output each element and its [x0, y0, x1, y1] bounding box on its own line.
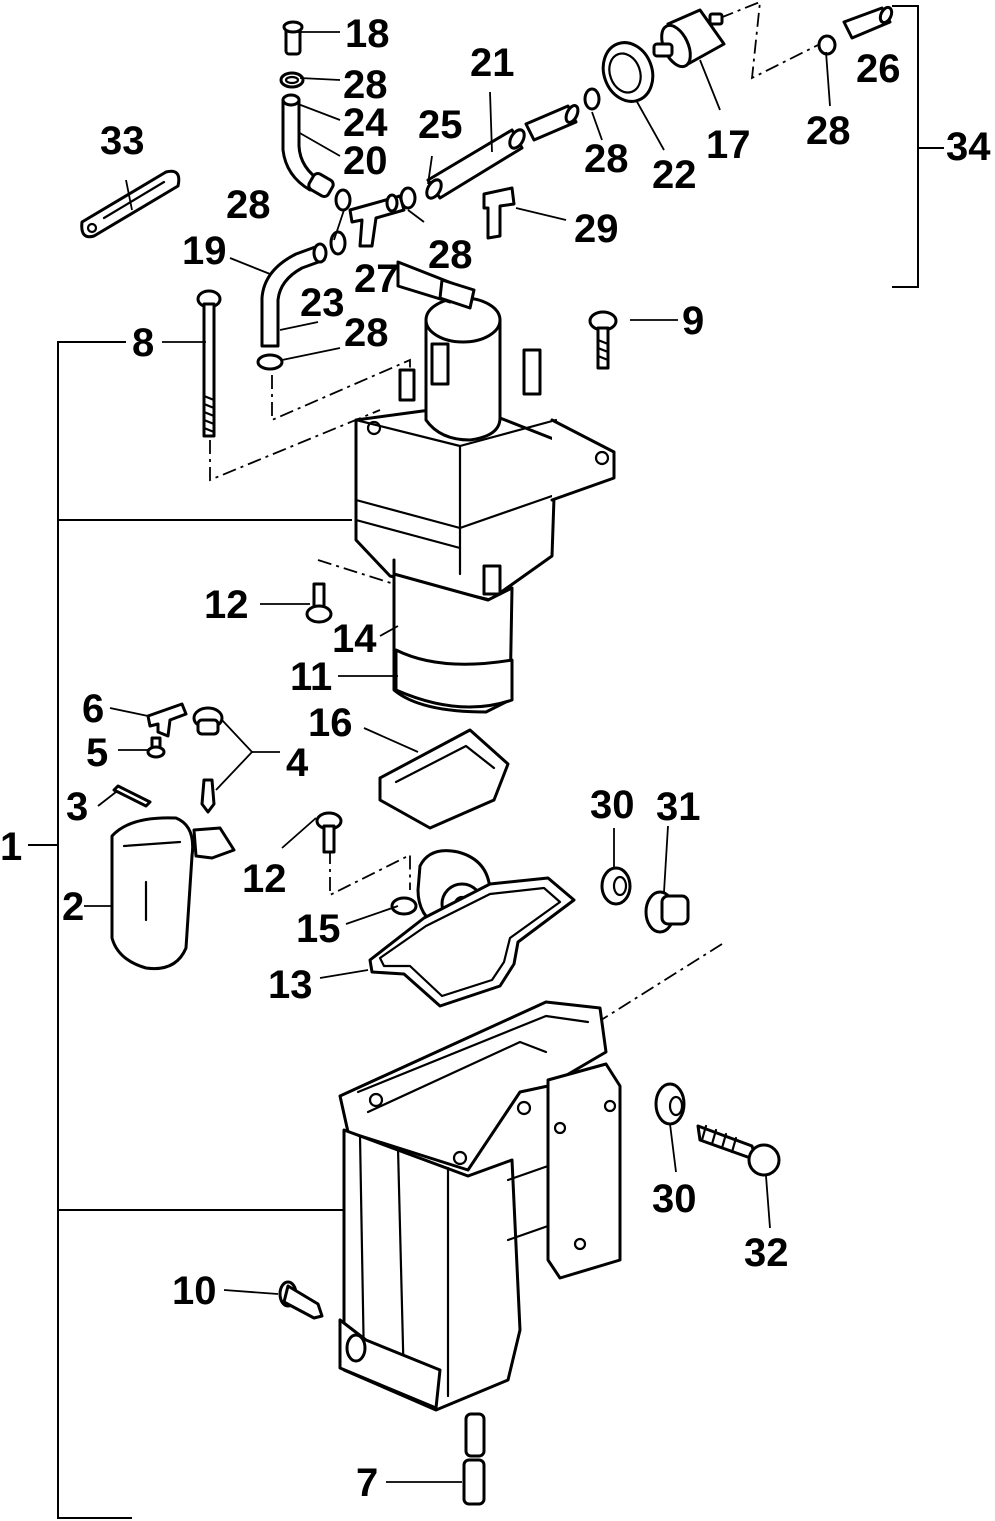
screw-5 [146, 736, 166, 759]
callout-10: 10 [172, 1269, 217, 1313]
callout-24: 24 [343, 101, 388, 145]
callout-28: 28 [806, 109, 851, 153]
gasket-16 [378, 728, 510, 830]
callout-28: 28 [226, 183, 271, 227]
fitting-18 [282, 20, 304, 56]
callout-5: 5 [86, 731, 108, 775]
needle-valve-4 [192, 706, 224, 814]
callout-28: 28 [584, 137, 629, 181]
callout-11: 11 [290, 655, 332, 699]
callout-3: 3 [66, 785, 88, 829]
filter-17 [652, 8, 726, 69]
float-arm-6 [146, 702, 188, 738]
hose-clamps-28 [256, 34, 837, 371]
callout-12: 12 [242, 857, 287, 901]
callout-16: 16 [308, 701, 353, 745]
callout-28: 28 [344, 311, 389, 355]
ring-22 [601, 41, 655, 103]
pin-3 [112, 784, 152, 808]
callout-20: 20 [343, 139, 388, 183]
hose-19 [260, 242, 328, 348]
carburetor-body-lower [338, 1000, 622, 1412]
callout-32: 32 [744, 1231, 789, 1275]
callout-14: 14 [332, 617, 377, 661]
callout-30: 30 [590, 783, 635, 827]
screw-12-lower [315, 811, 343, 854]
callout-4: 4 [286, 741, 309, 785]
leader-lines [84, 31, 831, 1483]
bushing-30-lower [654, 1082, 686, 1126]
callout-17: 17 [706, 123, 751, 167]
hose-21 [425, 128, 526, 200]
hose-segment [524, 5, 894, 142]
callout-28: 28 [428, 233, 473, 277]
callout-labels: 18 28 24 20 21 25 28 22 17 26 28 34 33 2… [0, 12, 991, 1505]
callout-26: 26 [856, 47, 901, 91]
callout-33: 33 [100, 119, 145, 163]
callout-8: 8 [132, 321, 154, 365]
carburetor-body-upper [354, 260, 616, 714]
callout-23: 23 [300, 281, 345, 325]
float-2 [110, 816, 236, 971]
connector-27 [348, 193, 406, 248]
bushing-30-upper [600, 866, 632, 906]
callout-7: 7 [356, 1461, 378, 1505]
jets-7 [462, 1412, 486, 1506]
callout-30: 30 [652, 1177, 697, 1221]
bolt-8 [196, 289, 222, 438]
callout-6: 6 [82, 687, 104, 731]
callout-1: 1 [0, 825, 22, 869]
callout-29: 29 [574, 207, 619, 251]
callout-27: 27 [354, 257, 399, 301]
callout-13: 13 [268, 963, 313, 1007]
callout-22: 22 [652, 153, 697, 197]
assembly-1-bracket [28, 341, 360, 1519]
callout-19: 19 [182, 229, 227, 273]
callout-34: 34 [946, 125, 991, 169]
callout-18: 18 [345, 12, 390, 56]
cap-31 [644, 890, 690, 934]
callout-2: 2 [62, 885, 84, 929]
drain-screw-10 [278, 1280, 324, 1320]
callout-21: 21 [470, 41, 515, 85]
bolt-32 [696, 1124, 781, 1177]
callout-28: 28 [343, 63, 388, 107]
callout-25: 25 [418, 103, 463, 147]
clip-29 [482, 186, 516, 240]
callout-9: 9 [682, 299, 704, 343]
hose-20 [281, 93, 335, 198]
assembly-34-bracket [892, 5, 944, 288]
screw-9 [588, 310, 618, 370]
callout-31: 31 [656, 785, 701, 829]
callout-12: 12 [204, 583, 249, 627]
screw-12-upper [305, 582, 333, 624]
gasket-13 [368, 876, 576, 1008]
callout-15: 15 [296, 907, 341, 951]
